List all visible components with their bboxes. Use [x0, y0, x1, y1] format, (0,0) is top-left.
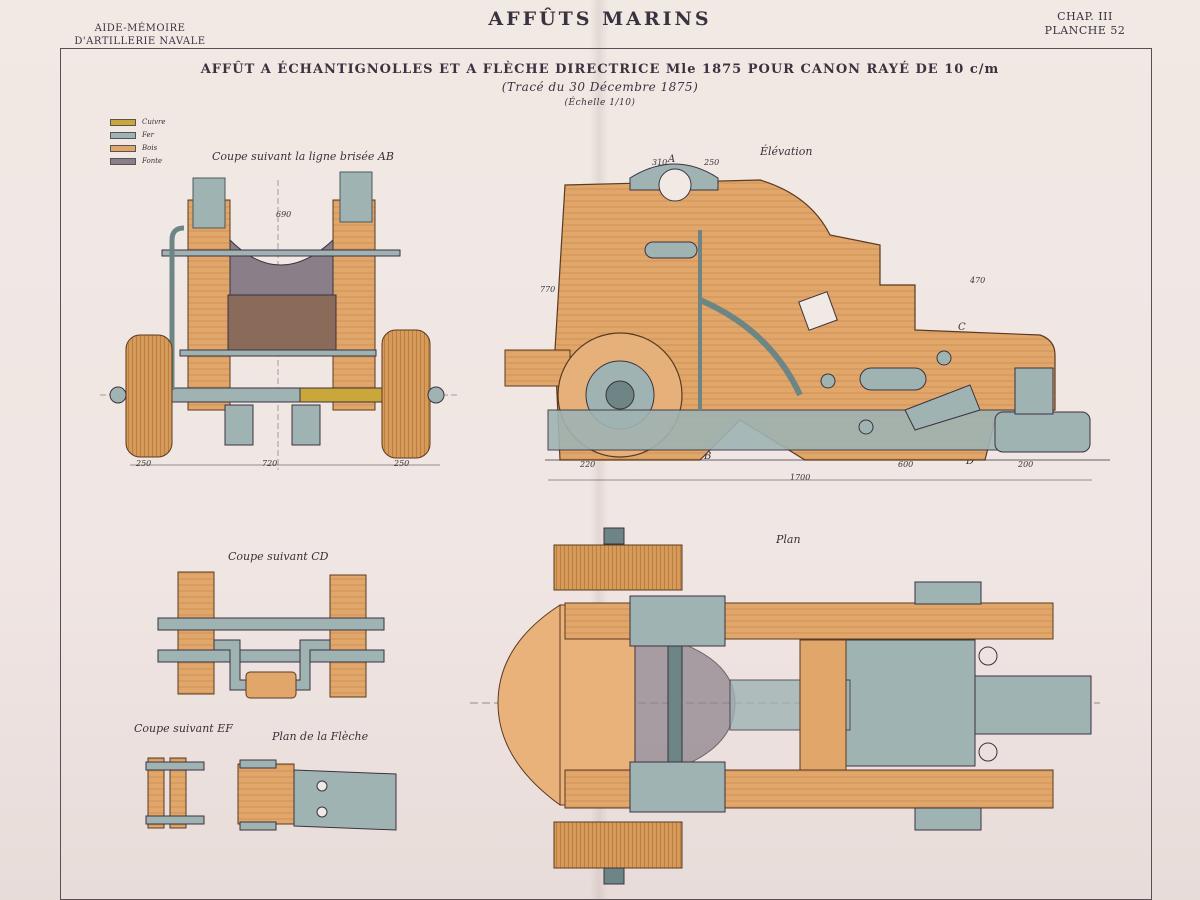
dim-ab-bottom-right: 250 [394, 459, 410, 468]
caption-plan: Plan [776, 533, 801, 546]
left-cheek [187, 199, 231, 411]
rear-arrow-iron [974, 675, 1092, 735]
left-foot [224, 404, 254, 446]
dim-elev-470: 470 [970, 276, 986, 285]
elevating-rod [169, 225, 185, 390]
right-cheek [332, 199, 376, 411]
rear-block [994, 411, 1091, 453]
legend-swatch-cuivre [110, 118, 136, 126]
slot-plate [644, 241, 698, 259]
right-wheel [381, 329, 431, 459]
front-transom [497, 604, 561, 806]
plan-top-wheel [553, 544, 683, 591]
slide-rail [547, 409, 1029, 451]
cd-right-cheek [329, 574, 367, 698]
right-hub [427, 386, 445, 404]
page-title: AFFÛTS MARINS [488, 8, 712, 30]
plan-view [470, 527, 1100, 885]
upper-bolt [161, 249, 401, 257]
left-wheel [125, 334, 173, 458]
right-foot [291, 404, 321, 446]
header-left: AIDE-MÉMOIRE D'ARTILLERIE NAVALE [70, 22, 210, 48]
plan-bottom-wheel [553, 821, 683, 869]
arrow-plan-view [237, 759, 397, 831]
brake-lever [904, 384, 981, 431]
legend-label-cuivre: Cuivre [142, 118, 166, 126]
header-left-line2: D'ARTILLERIE NAVALE [74, 36, 206, 47]
dim-elev-310: 310 [652, 158, 668, 167]
dim-ab-top: 690 [276, 210, 292, 219]
lower-bracket [629, 761, 726, 813]
gun-stub [504, 349, 571, 387]
legend-label-fer: Fer [142, 131, 154, 139]
caption-elevation: Élévation [760, 145, 813, 158]
cd-bottom-bolt [157, 649, 385, 663]
upper-bracket [629, 595, 726, 647]
header-left-line1: AIDE-MÉMOIRE [94, 23, 186, 34]
point-a: A [668, 154, 676, 165]
arrow-wood [237, 763, 295, 825]
point-b: B [704, 451, 712, 462]
scale-label: (Échelle 1/10) [564, 98, 636, 108]
dim-ab-bottom-mid: 720 [262, 459, 278, 468]
chapter-label: CHAP. III [1057, 10, 1113, 23]
middle-transom [799, 639, 847, 771]
mid-bolt [179, 349, 377, 357]
dim-elev-left: 220 [580, 460, 596, 469]
sight-window [798, 291, 838, 331]
caption-section-ab: Coupe suivant la ligne brisée AB [212, 150, 394, 163]
right-trunnion-plate [339, 171, 373, 223]
section-cd-view [157, 571, 385, 699]
legend-label-fonte: Fonte [142, 157, 163, 165]
left-trunnion-plate [192, 177, 226, 229]
dim-ab-bottom-left: 250 [136, 459, 152, 468]
trace-date: (Tracé du 30 Décembre 1875) [501, 80, 699, 94]
legend-item-bois: Bois [110, 144, 157, 154]
trunnion-hole [658, 168, 692, 202]
transom [229, 238, 334, 301]
cd-top-bolt [157, 617, 385, 631]
brake-slot [859, 367, 927, 391]
point-d: D [966, 456, 975, 467]
plate-subtitle: AFFÛT A ÉCHANTIGNOLLES ET A FLÈCHE DIREC… [200, 62, 1000, 77]
cast-center [634, 629, 736, 781]
legend-item-fonte: Fonte [110, 157, 162, 167]
point-c: C [958, 322, 966, 333]
legend-item-fer: Fer [110, 131, 154, 141]
dim-elev-250: 250 [704, 158, 720, 167]
plate-label: PLANCHE 52 [1044, 24, 1126, 37]
elevating-arc [698, 297, 803, 397]
dim-elev-770: 770 [540, 285, 556, 294]
left-hub [109, 386, 127, 404]
copper-sleeve [299, 387, 389, 403]
legend-swatch-bois [110, 144, 136, 152]
center-block [227, 294, 337, 356]
rear-plate [1014, 367, 1054, 415]
dim-elev-total: 1700 [790, 473, 811, 482]
legend-item-cuivre: Cuivre [110, 118, 166, 128]
cd-left-cheek [177, 571, 215, 695]
plan-axle [667, 645, 683, 763]
legend-swatch-fonte [110, 157, 136, 165]
front-wheel-axle [605, 380, 635, 410]
caption-section-ef: Coupe suivant EF [134, 722, 233, 735]
dim-elev-200: 200 [1018, 460, 1034, 469]
legend-label-bois: Bois [142, 144, 158, 152]
elevation-view [504, 163, 1110, 481]
slide-plate [844, 639, 976, 767]
cd-block [245, 671, 297, 699]
cd-transom [213, 639, 331, 691]
caption-section-cd: Coupe suivant CD [228, 550, 329, 563]
section-ef-view [145, 757, 205, 829]
dim-elev-600: 600 [898, 460, 914, 469]
caption-arrow-plan: Plan de la Flèche [272, 730, 369, 743]
arrow-iron [293, 769, 397, 831]
legend-swatch-fer [110, 131, 136, 139]
header-right: CHAP. III PLANCHE 52 [1030, 10, 1140, 38]
section-ab-view [100, 171, 460, 470]
